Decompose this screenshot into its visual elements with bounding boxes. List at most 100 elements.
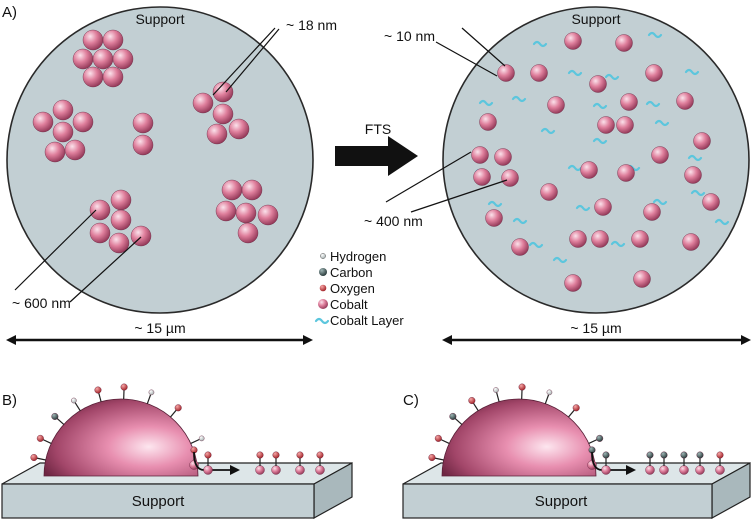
- cobalt-particle: [72, 111, 94, 133]
- oxygen-atom: [36, 434, 44, 442]
- cobalt-layer-fragment: [540, 127, 556, 135]
- support-disc-before: [6, 6, 314, 314]
- cobalt-particle: [594, 198, 612, 216]
- cobalt-particle: [497, 64, 515, 82]
- cobalt-particle: [52, 121, 74, 143]
- cobalt-particle: [615, 34, 633, 52]
- cobalt-particle: [702, 193, 720, 211]
- cobalt-particle: [564, 32, 582, 50]
- cobalt-particle: [651, 146, 669, 164]
- cobalt-layer-fragment: [552, 256, 568, 264]
- cobalt-layer-fragment: [604, 73, 620, 81]
- legend-cobalt-layer: Cobalt Layer: [330, 313, 404, 328]
- cobalt-layer-fragment: [690, 189, 706, 197]
- oxygen-atom: [272, 451, 280, 459]
- cobalt-atom-icon: [318, 299, 328, 309]
- carbon-atom: [596, 434, 604, 442]
- cobalt-particle-dome-c: [441, 398, 597, 477]
- cobalt-layer-fragment: [714, 218, 730, 226]
- cobalt-particle: [682, 233, 700, 251]
- oxygen-atom: [428, 453, 436, 461]
- cobalt-particle: [676, 92, 694, 110]
- oxygen-atom: [316, 451, 324, 459]
- hydrogen-atom: [71, 397, 77, 404]
- cobalt-atom: [679, 465, 689, 475]
- cobalt-particles-after: [471, 32, 720, 292]
- width-label-before: ~ 15 µm: [134, 320, 185, 336]
- cobalt-particle: [112, 48, 134, 70]
- cobalt-particle: [102, 29, 124, 51]
- cobalt-particle: [684, 166, 702, 184]
- support-label-b: Support: [132, 493, 185, 510]
- cobalt-layer-fragment: [647, 31, 663, 39]
- fts-arrow: [335, 136, 418, 176]
- cobalt-particle: [473, 168, 491, 186]
- hydrogen-atom-icon: [320, 253, 326, 259]
- particle-size-label: ~ 10 nm: [384, 28, 435, 44]
- cobalt-layer-fragment: [652, 198, 668, 206]
- oxygen-atom: [468, 397, 476, 405]
- cobalt-atom: [255, 465, 265, 475]
- fts-label: FTS: [365, 121, 391, 137]
- cobalt-particle: [102, 66, 124, 88]
- cobalt-particle: [617, 164, 635, 182]
- cobalt-particle: [547, 96, 565, 114]
- cobalt-layer-fragment: [528, 241, 544, 249]
- adsorbates-c: [428, 383, 725, 475]
- panel-c-label: C): [403, 392, 419, 409]
- width-label-after: ~ 15 µm: [570, 320, 621, 336]
- cobalt-particle: [471, 146, 489, 164]
- cobalt-atom: [695, 465, 705, 475]
- cobalt-particle: [206, 123, 228, 145]
- cobalt-particle: [110, 209, 132, 231]
- cobalt-particle: [643, 203, 661, 221]
- cobalt-particle: [501, 169, 519, 187]
- cobalt-particle: [616, 116, 634, 134]
- cobalt-particle: [241, 179, 263, 201]
- cobalt-atom: [315, 465, 325, 475]
- cobalt-layer-fragment: [610, 240, 626, 248]
- cobalt-particle: [235, 202, 257, 224]
- leader-lines-before: [14, 27, 280, 303]
- hydrogen-atom: [198, 435, 205, 442]
- cobalt-layer-fragment: [654, 119, 670, 127]
- cobalt-particle: [530, 64, 548, 82]
- oxygen-atom: [204, 451, 212, 459]
- carbon-atom: [696, 451, 704, 459]
- carbon-atom: [680, 451, 688, 459]
- oxygen-atom: [716, 451, 724, 459]
- cobalt-particle: [597, 116, 615, 134]
- cobalt-layer-fragment: [684, 68, 700, 76]
- cobalt-particle-dome-b: [43, 398, 199, 477]
- cobalt-clusters-before: [32, 29, 279, 254]
- oxygen-atom: [572, 404, 580, 412]
- hydrogen-atom: [493, 387, 499, 393]
- cobalt-particle: [645, 64, 663, 82]
- cobalt-atom: [601, 465, 611, 475]
- legend-cobalt: Cobalt: [330, 297, 368, 312]
- cobalt-particle: [631, 230, 649, 248]
- cobalt-particle: [215, 200, 237, 222]
- cobalt-particle: [212, 103, 234, 125]
- cobalt-particle: [89, 222, 111, 244]
- support-label-c: Support: [535, 493, 588, 510]
- cobalt-layer-fragment: [645, 100, 661, 108]
- cobalt-particle: [64, 139, 86, 161]
- support-disc-after: [442, 6, 750, 314]
- oxygen-atom-icon: [319, 284, 327, 292]
- legend-oxygen: Oxygen: [330, 281, 375, 296]
- cobalt-particle: [693, 132, 711, 150]
- cluster-spacing-label: ~ 600 nm: [12, 295, 71, 311]
- cobalt-particle: [192, 92, 214, 114]
- cobalt-particle: [132, 112, 154, 134]
- adsorbates-b: [30, 383, 325, 475]
- carbon-atom: [602, 451, 610, 459]
- cobalt-particle: [237, 222, 259, 244]
- cobalt-layer-fragment: [592, 137, 608, 145]
- hydrogen-atom: [148, 389, 155, 396]
- cobalt-particle: [82, 29, 104, 51]
- cobalt-particle: [212, 81, 234, 103]
- carbon-atom: [51, 412, 59, 420]
- cobalt-particle: [485, 209, 503, 227]
